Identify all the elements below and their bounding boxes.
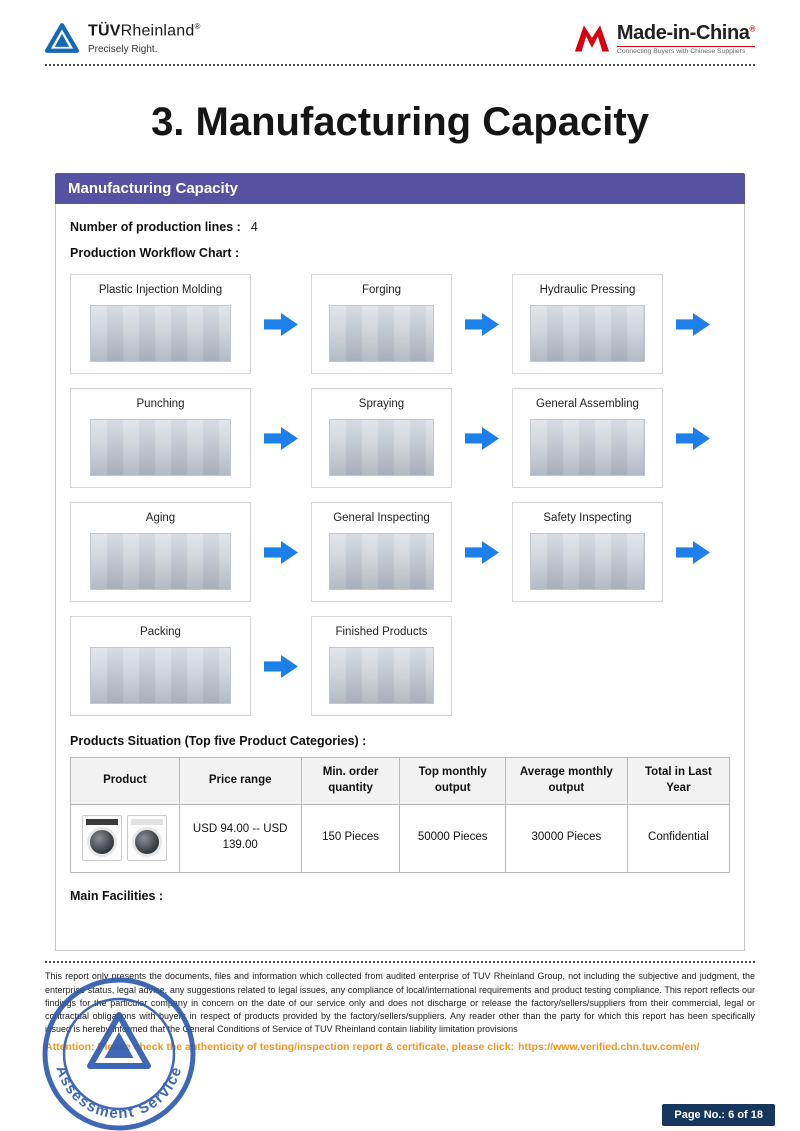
washing-machine-photo bbox=[82, 815, 123, 861]
arrow-right-icon bbox=[264, 312, 298, 336]
workflow-step-label: General Inspecting bbox=[333, 512, 430, 525]
footer-divider bbox=[45, 961, 755, 964]
workflow-step-photo bbox=[328, 305, 435, 363]
column-header-min-order: Min. order quantity bbox=[300, 757, 401, 805]
product-photos bbox=[77, 815, 173, 861]
workflow-step-general-assembling: General Assembling bbox=[512, 388, 663, 489]
arrow-right-icon bbox=[465, 426, 499, 450]
workflow-step-label: Safety Inspecting bbox=[543, 512, 632, 525]
attention-label: Attention: Please check the authenticity… bbox=[45, 1040, 515, 1053]
tuv-tagline: Precisely Right. bbox=[88, 43, 158, 55]
main-facilities-label: Main Facilities : bbox=[70, 888, 164, 903]
workflow-step-finished-products: Finished Products bbox=[311, 616, 452, 717]
washing-machine-photo bbox=[127, 815, 168, 861]
section-content-box: Number of production lines : 4 Production… bbox=[55, 204, 745, 952]
arrow-right-icon bbox=[465, 540, 499, 564]
column-header-average-monthly: Average monthly output bbox=[504, 757, 628, 805]
workflow-step-label: Plastic Injection Molding bbox=[98, 284, 223, 297]
arrow-right-icon bbox=[264, 426, 298, 450]
tuv-brand: TÜVRheinland® bbox=[88, 22, 201, 41]
workflow-step-label: General Assembling bbox=[536, 398, 639, 411]
total-last-year-cell: Confidential bbox=[626, 803, 731, 873]
workflow-step-label: Punching bbox=[136, 398, 185, 411]
workflow-step-photo bbox=[530, 419, 645, 477]
production-lines-field: Number of production lines : 4 bbox=[70, 220, 730, 234]
arrow-right-icon bbox=[676, 312, 710, 336]
workflow-step-photo bbox=[328, 533, 435, 591]
workflow-step-label: Packing bbox=[140, 626, 181, 639]
attention-line: Attention: Please check the authenticity… bbox=[45, 1041, 755, 1053]
workflow-step-packing: Packing bbox=[70, 616, 251, 717]
products-table-header-row: Product Price range Min. order quantity … bbox=[70, 757, 731, 805]
workflow-step-photo bbox=[530, 305, 645, 363]
workflow-step-photo bbox=[530, 533, 645, 591]
workflow-step-photo bbox=[328, 419, 435, 477]
products-table-row: USD 94.00 -- USD 139.00 150 Pieces 50000… bbox=[70, 803, 731, 873]
workflow-step-photo bbox=[90, 533, 231, 591]
workflow-step-forging: Forging bbox=[311, 274, 452, 375]
tuv-brand-bold: TÜV bbox=[88, 22, 121, 40]
workflow-step-plastic-injection-molding: Plastic Injection Molding bbox=[70, 274, 251, 375]
tuv-logo-text: TÜVRheinland® Precisely Right. bbox=[88, 22, 201, 55]
workflow-step-label: Spraying bbox=[358, 398, 405, 411]
workflow-row: Punching Spraying General Assembling bbox=[70, 388, 730, 489]
workflow-step-aging: Aging bbox=[70, 502, 251, 603]
tuv-rheinland-logo: TÜVRheinland® Precisely Right. bbox=[45, 22, 201, 55]
page-number-badge: Page No.: 6 of 18 bbox=[662, 1104, 775, 1126]
tuv-assessment-stamp: Assessment Service bbox=[42, 977, 196, 1131]
price-range-cell: USD 94.00 -- USD 139.00 bbox=[178, 803, 302, 873]
arrow-right-icon bbox=[676, 426, 710, 450]
workflow-step-photo bbox=[90, 647, 231, 705]
column-header-price-range: Price range bbox=[178, 757, 302, 805]
avg-monthly-cell: 30000 Pieces bbox=[504, 803, 628, 873]
column-header-product: Product bbox=[70, 757, 180, 805]
arrow-right-icon bbox=[465, 312, 499, 336]
workflow-step-photo bbox=[90, 305, 231, 363]
mic-m-icon bbox=[574, 25, 610, 52]
mic-registered-mark: ® bbox=[749, 24, 756, 34]
column-header-top-monthly: Top monthly output bbox=[399, 757, 506, 805]
workflow-step-label: Aging bbox=[145, 512, 176, 525]
arrow-right-icon bbox=[264, 540, 298, 564]
workflow-step-label: Finished Products bbox=[335, 626, 428, 639]
products-situation-label: Products Situation (Top five Product Cat… bbox=[70, 734, 367, 749]
workflow-chart-label: Production Workflow Chart : bbox=[70, 246, 240, 261]
mic-tagline: Connecting Buyers with Chinese Suppliers bbox=[616, 46, 755, 55]
workflow-row: Packing Finished Products bbox=[70, 616, 730, 717]
min-order-cell: 150 Pieces bbox=[300, 803, 401, 873]
mic-logo-text: Made-in-China® Connecting Buyers with Ch… bbox=[616, 22, 755, 55]
stamp-triangle-icon bbox=[87, 1012, 151, 1069]
verification-link[interactable]: https://www.verified.chn.tuv.com/en/ bbox=[518, 1040, 700, 1053]
mic-brand: Made-in-China® bbox=[617, 22, 755, 44]
workflow-step-general-inspecting: General Inspecting bbox=[311, 502, 452, 603]
column-header-total-last-year: Total in Last Year bbox=[626, 757, 731, 805]
page-header: TÜVRheinland® Precisely Right. Made-in-C… bbox=[0, 0, 800, 55]
workflow-step-safety-inspecting: Safety Inspecting bbox=[512, 502, 663, 603]
mic-brand-name: Made-in-China bbox=[616, 22, 750, 44]
made-in-china-logo: Made-in-China® Connecting Buyers with Ch… bbox=[574, 22, 755, 55]
workflow-step-spraying: Spraying bbox=[311, 388, 452, 489]
production-lines-value: 4 bbox=[250, 220, 258, 235]
workflow-step-hydraulic-pressing: Hydraulic Pressing bbox=[512, 274, 663, 375]
arrow-right-icon bbox=[264, 654, 298, 678]
workflow-step-photo bbox=[90, 419, 231, 477]
product-cell bbox=[70, 803, 180, 873]
header-divider bbox=[45, 64, 755, 67]
workflow-step-punching: Punching bbox=[70, 388, 251, 489]
arrow-right-icon bbox=[676, 540, 710, 564]
workflow-row: Plastic Injection Molding Forging Hydrau… bbox=[70, 274, 730, 375]
tuv-triangle-icon bbox=[45, 23, 79, 53]
section-header-bar: Manufacturing Capacity bbox=[55, 173, 745, 205]
tuv-registered-mark: ® bbox=[194, 22, 201, 31]
workflow-step-label: Hydraulic Pressing bbox=[539, 284, 636, 297]
top-monthly-cell: 50000 Pieces bbox=[399, 803, 506, 873]
products-table: Product Price range Min. order quantity … bbox=[70, 757, 731, 873]
production-lines-label: Number of production lines : bbox=[70, 220, 241, 235]
workflow-row: Aging General Inspecting Safety Inspecti… bbox=[70, 502, 730, 603]
workflow-step-photo bbox=[328, 647, 435, 705]
workflow-step-label: Forging bbox=[362, 284, 401, 297]
page-title: 3. Manufacturing Capacity bbox=[151, 100, 649, 145]
tuv-brand-light: Rheinland bbox=[120, 22, 195, 40]
disclaimer-text: This report only presents the documents,… bbox=[45, 971, 755, 1034]
